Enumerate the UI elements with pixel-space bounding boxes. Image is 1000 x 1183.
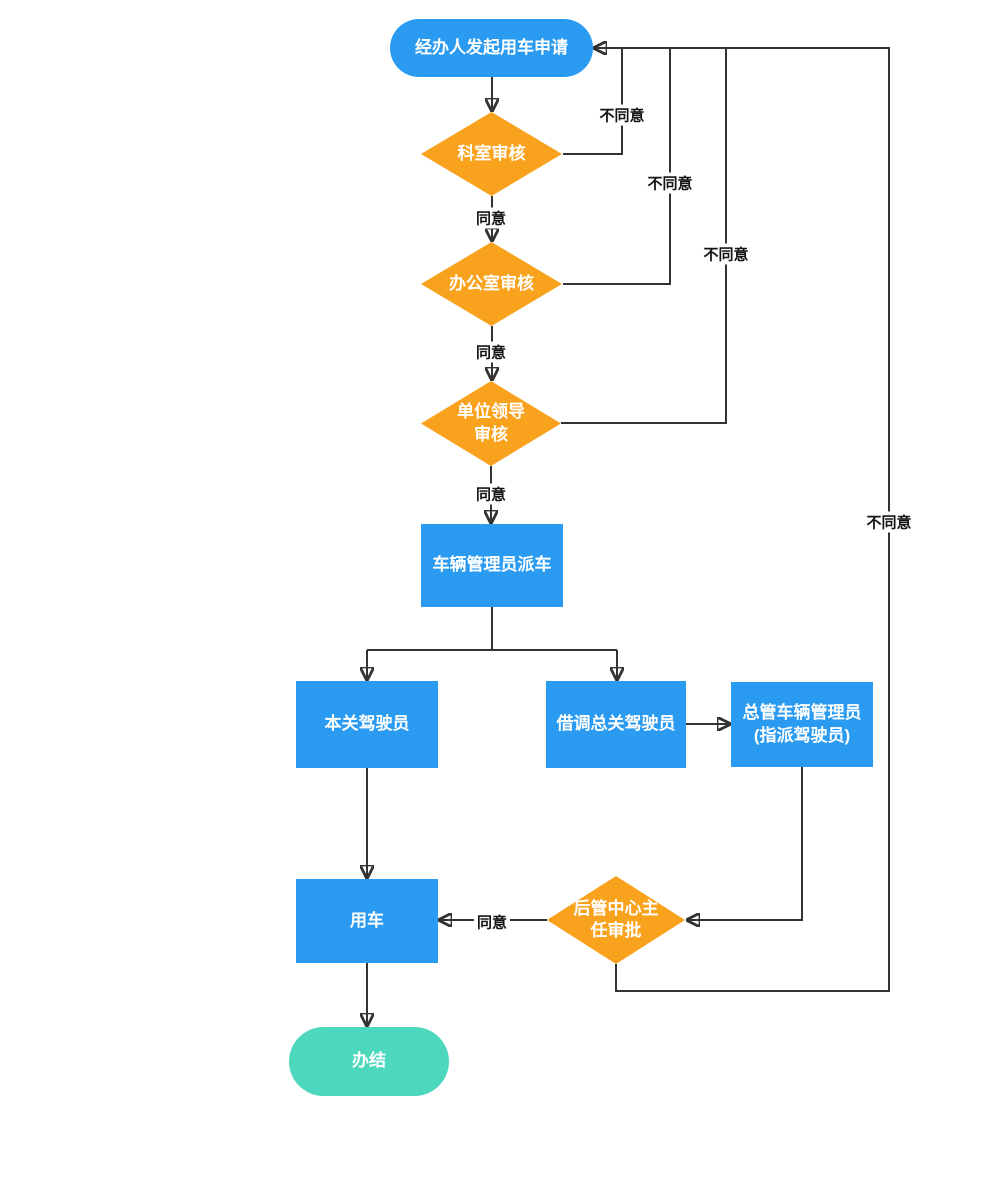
edge-office-reject [563, 48, 671, 285]
node-use-vehicle: 用车 [296, 879, 438, 963]
node-dispatch: 车辆管理员派车 [421, 524, 563, 607]
edge-label-agree-dept: 同意 [472, 207, 510, 229]
node-local-driver: 本关驾驶员 [296, 681, 438, 768]
node-start: 经办人发起用车申请 [390, 19, 593, 77]
edge-hqadmin-director [686, 767, 803, 920]
node-borrowed-driver: 借调总关驾驶员 [546, 681, 686, 768]
edge-dept-reject [563, 48, 623, 155]
edge-leader-reject [561, 48, 727, 424]
edge-label-agree-director: 同意 [473, 911, 511, 933]
edge-label-agree-office: 同意 [472, 341, 510, 363]
node-hq-vehicle-admin: 总管车辆管理员 (指派驾驶员) [731, 682, 873, 767]
edge-label-disagree-dept: 不同意 [596, 104, 648, 126]
edge-label-agree-leader: 同意 [472, 483, 510, 505]
edge-label-disagree-director: 不同意 [863, 511, 915, 533]
edge-label-disagree-leader: 不同意 [700, 243, 752, 265]
node-end: 办结 [289, 1027, 449, 1096]
edge-label-disagree-office: 不同意 [644, 172, 696, 194]
edge-dispatch-split [367, 607, 617, 651]
edge-director-reject [593, 48, 890, 992]
